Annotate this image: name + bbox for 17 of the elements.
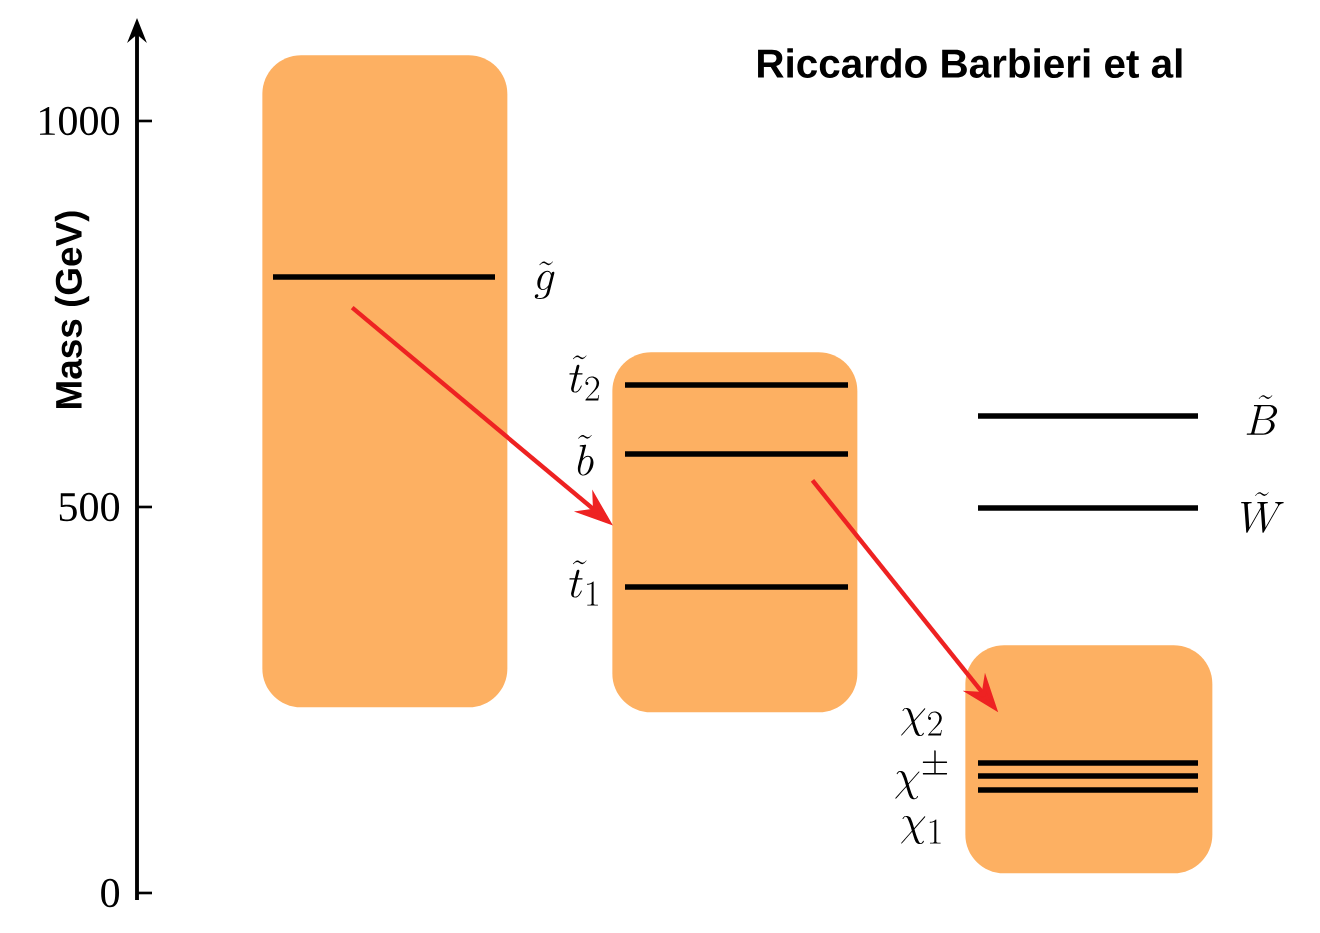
particle-label: $\tilde{t}_1$ xyxy=(569,560,598,606)
particle-label: $\tilde{g}$ xyxy=(534,261,555,299)
tick-label: 1000 xyxy=(40,106,120,136)
citation-text: Riccardo Barbieri et al xyxy=(758,48,1182,78)
tick-label: 0 xyxy=(101,878,120,908)
mass-range-box xyxy=(612,352,858,713)
particle-label: $\tilde{B}$ xyxy=(1246,395,1278,435)
particle-label: $\chi^{\pm}$ xyxy=(895,750,948,800)
particle-label: $\tilde{t}_2$ xyxy=(569,355,600,401)
particle-label: $\tilde{W}$ xyxy=(1241,492,1284,533)
mass-range-box xyxy=(262,55,508,708)
mass-range-box xyxy=(965,645,1213,874)
particle-label: $\tilde{b}$ xyxy=(577,434,594,476)
particle-label: $\chi_2$ xyxy=(901,707,942,737)
axis-title: Mass (GeV) xyxy=(54,211,90,408)
tick-label: 500 xyxy=(59,492,120,522)
particle-label: $\chi_1$ xyxy=(901,815,941,845)
